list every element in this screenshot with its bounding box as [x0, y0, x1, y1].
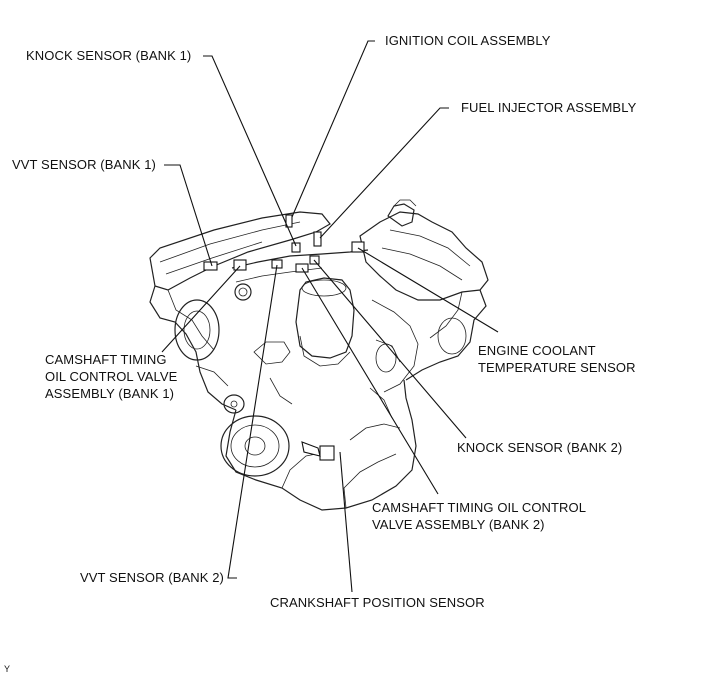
leader-lines: [161, 40, 499, 593]
label-ocv-bank2-line-2: VALVE ASSEMBLY (BANK 2): [372, 517, 545, 532]
leader-ect: [357, 247, 499, 333]
sensor-symbols: [203, 214, 365, 461]
label-vvt-sensor-bank1: VVT SENSOR (BANK 1): [12, 157, 156, 172]
leader-vvt-bank2: [227, 264, 278, 579]
label-engine-coolant-temperature-sensor: ENGINE COOLANT TEMPERATURE SENSOR: [478, 342, 636, 376]
corner-mark: Y: [4, 664, 11, 674]
leader-knock-bank1: [203, 55, 297, 247]
label-ect-line-2: TEMPERATURE SENSOR: [478, 360, 636, 375]
label-ocv-bank1-line-2: OIL CONTROL VALVE: [45, 369, 178, 384]
label-fuel-injector-assembly: FUEL INJECTOR ASSEMBLY: [461, 100, 637, 115]
label-crankshaft-position-sensor: CRANKSHAFT POSITION SENSOR: [270, 595, 485, 610]
label-vvt-sensor-bank2: VVT SENSOR (BANK 2): [80, 570, 224, 585]
vvt-sensor-bank1-symbol: [203, 261, 218, 271]
ignition-coil-symbol: [285, 214, 293, 228]
label-ect-line-1: ENGINE COOLANT: [478, 343, 596, 358]
crankshaft-sensor-bolt: [301, 441, 321, 457]
crankshaft-sensor-symbol: [319, 445, 335, 461]
leader-fuel-injector: [319, 107, 449, 239]
leader-ignition-coil: [291, 40, 375, 218]
label-ocv-bank2-line-1: CAMSHAFT TIMING OIL CONTROL: [372, 500, 587, 515]
label-ocv-bank1-line-1: CAMSHAFT TIMING: [45, 352, 167, 367]
leader-crankshaft: [339, 451, 353, 593]
label-ocv-bank1-line-3: ASSEMBLY (BANK 1): [45, 386, 175, 401]
label-ignition-coil-assembly: IGNITION COIL ASSEMBLY: [385, 33, 551, 48]
label-knock-sensor-bank1: KNOCK SENSOR (BANK 1): [26, 48, 192, 63]
fuel-injector-symbol: [313, 231, 322, 247]
leader-ocv-bank2: [301, 267, 439, 495]
leader-vvt-bank1: [164, 164, 213, 267]
leader-knock-bank2: [313, 259, 467, 439]
knock-sensor-bank1-symbol: [291, 242, 301, 253]
ocv-bank1-symbol: [233, 259, 247, 271]
label-camshaft-ocv-bank1: CAMSHAFT TIMING OIL CONTROL VALVE ASSEMB…: [45, 351, 177, 402]
ect-sensor-symbol: [351, 241, 365, 253]
label-camshaft-ocv-bank2: CAMSHAFT TIMING OIL CONTROL VALVE ASSEMB…: [372, 499, 586, 533]
label-knock-sensor-bank2: KNOCK SENSOR (BANK 2): [457, 440, 623, 455]
leader-ocv-bank1: [161, 265, 241, 353]
